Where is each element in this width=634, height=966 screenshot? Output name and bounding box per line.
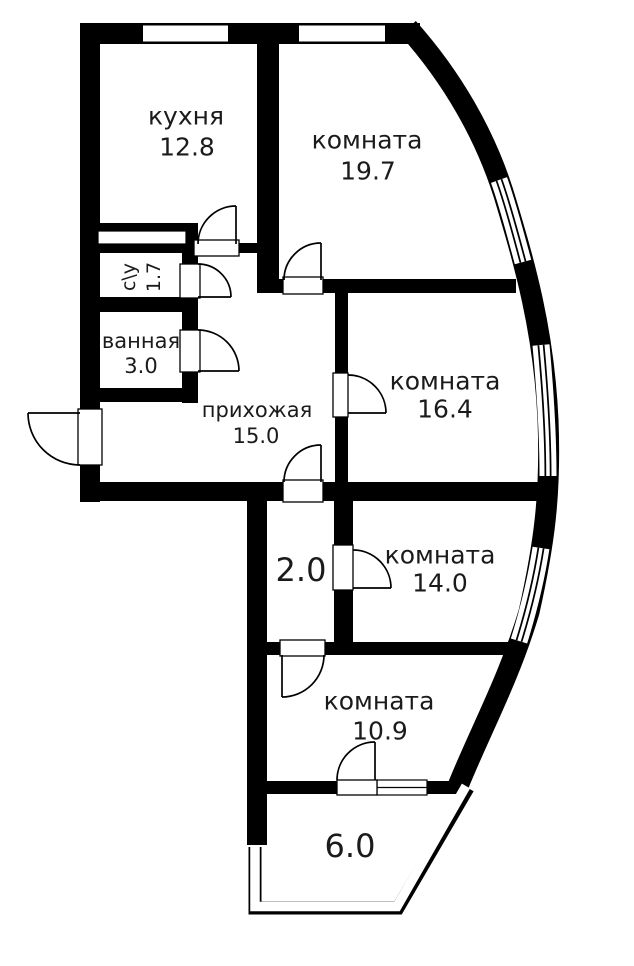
- sill-hallway-corridor: [282, 479, 324, 503]
- door-bathroom: [197, 329, 240, 372]
- door-wc: [197, 263, 232, 298]
- room-14-label: комната: [385, 541, 496, 570]
- window-curve-lower: [510, 546, 550, 644]
- windows: [143, 25, 557, 796]
- room-wc-label: с\у: [118, 263, 140, 291]
- corridor-area: 2.0: [276, 551, 327, 589]
- vent-niche: [97, 230, 187, 245]
- room-hallway-label: прихожая: [202, 398, 312, 422]
- room-16-area: 16.4: [417, 395, 473, 424]
- sill-room-19: [282, 276, 324, 295]
- door-balcony: [336, 741, 376, 781]
- room-10-label: комната: [324, 687, 435, 716]
- room-labels: кухня 12.8 комната 19.7 с\у 1.7 ванная 3…: [102, 102, 501, 866]
- sill-room-14: [332, 544, 354, 591]
- window-room-19: [299, 25, 385, 42]
- door-room-16: [347, 374, 387, 414]
- door-hallway-corridor: [283, 444, 322, 483]
- door-room-19: [283, 242, 322, 281]
- sill-wc: [179, 263, 201, 299]
- window-balcony-block: [376, 779, 428, 796]
- sill-bathroom: [179, 329, 201, 373]
- sill-kitchen: [193, 239, 240, 257]
- room-19-area: 19.7: [340, 157, 396, 186]
- room-kitchen-label: кухня: [148, 102, 224, 131]
- window-curve-upper: [490, 177, 532, 265]
- room-19-label: комната: [312, 126, 423, 155]
- sill-balcony: [336, 779, 378, 796]
- door-room-10: [281, 654, 325, 698]
- room-bathroom-area: 3.0: [124, 354, 157, 378]
- sill-room-16: [332, 372, 349, 418]
- window-kitchen: [143, 25, 228, 42]
- room-16-label: комната: [390, 367, 501, 396]
- door-entrance: [27, 412, 81, 466]
- room-wc-area: 1.7: [143, 262, 165, 292]
- door-sills: [77, 239, 378, 796]
- door-room-14: [352, 549, 392, 589]
- balcony-railing: [248, 783, 474, 915]
- room-10-area: 10.9: [352, 717, 408, 746]
- room-14-area: 14.0: [412, 569, 468, 598]
- window-curve-middle: [532, 344, 557, 477]
- walls: [80, 23, 545, 845]
- room-bathroom-label: ванная: [102, 329, 180, 353]
- balcony-area: 6.0: [325, 827, 376, 865]
- room-kitchen-area: 12.8: [159, 133, 215, 162]
- room-hallway-area: 15.0: [233, 424, 280, 448]
- sill-entrance: [77, 408, 103, 466]
- sill-room-10: [279, 639, 326, 657]
- door-kitchen: [197, 205, 237, 245]
- doors: [27, 205, 392, 781]
